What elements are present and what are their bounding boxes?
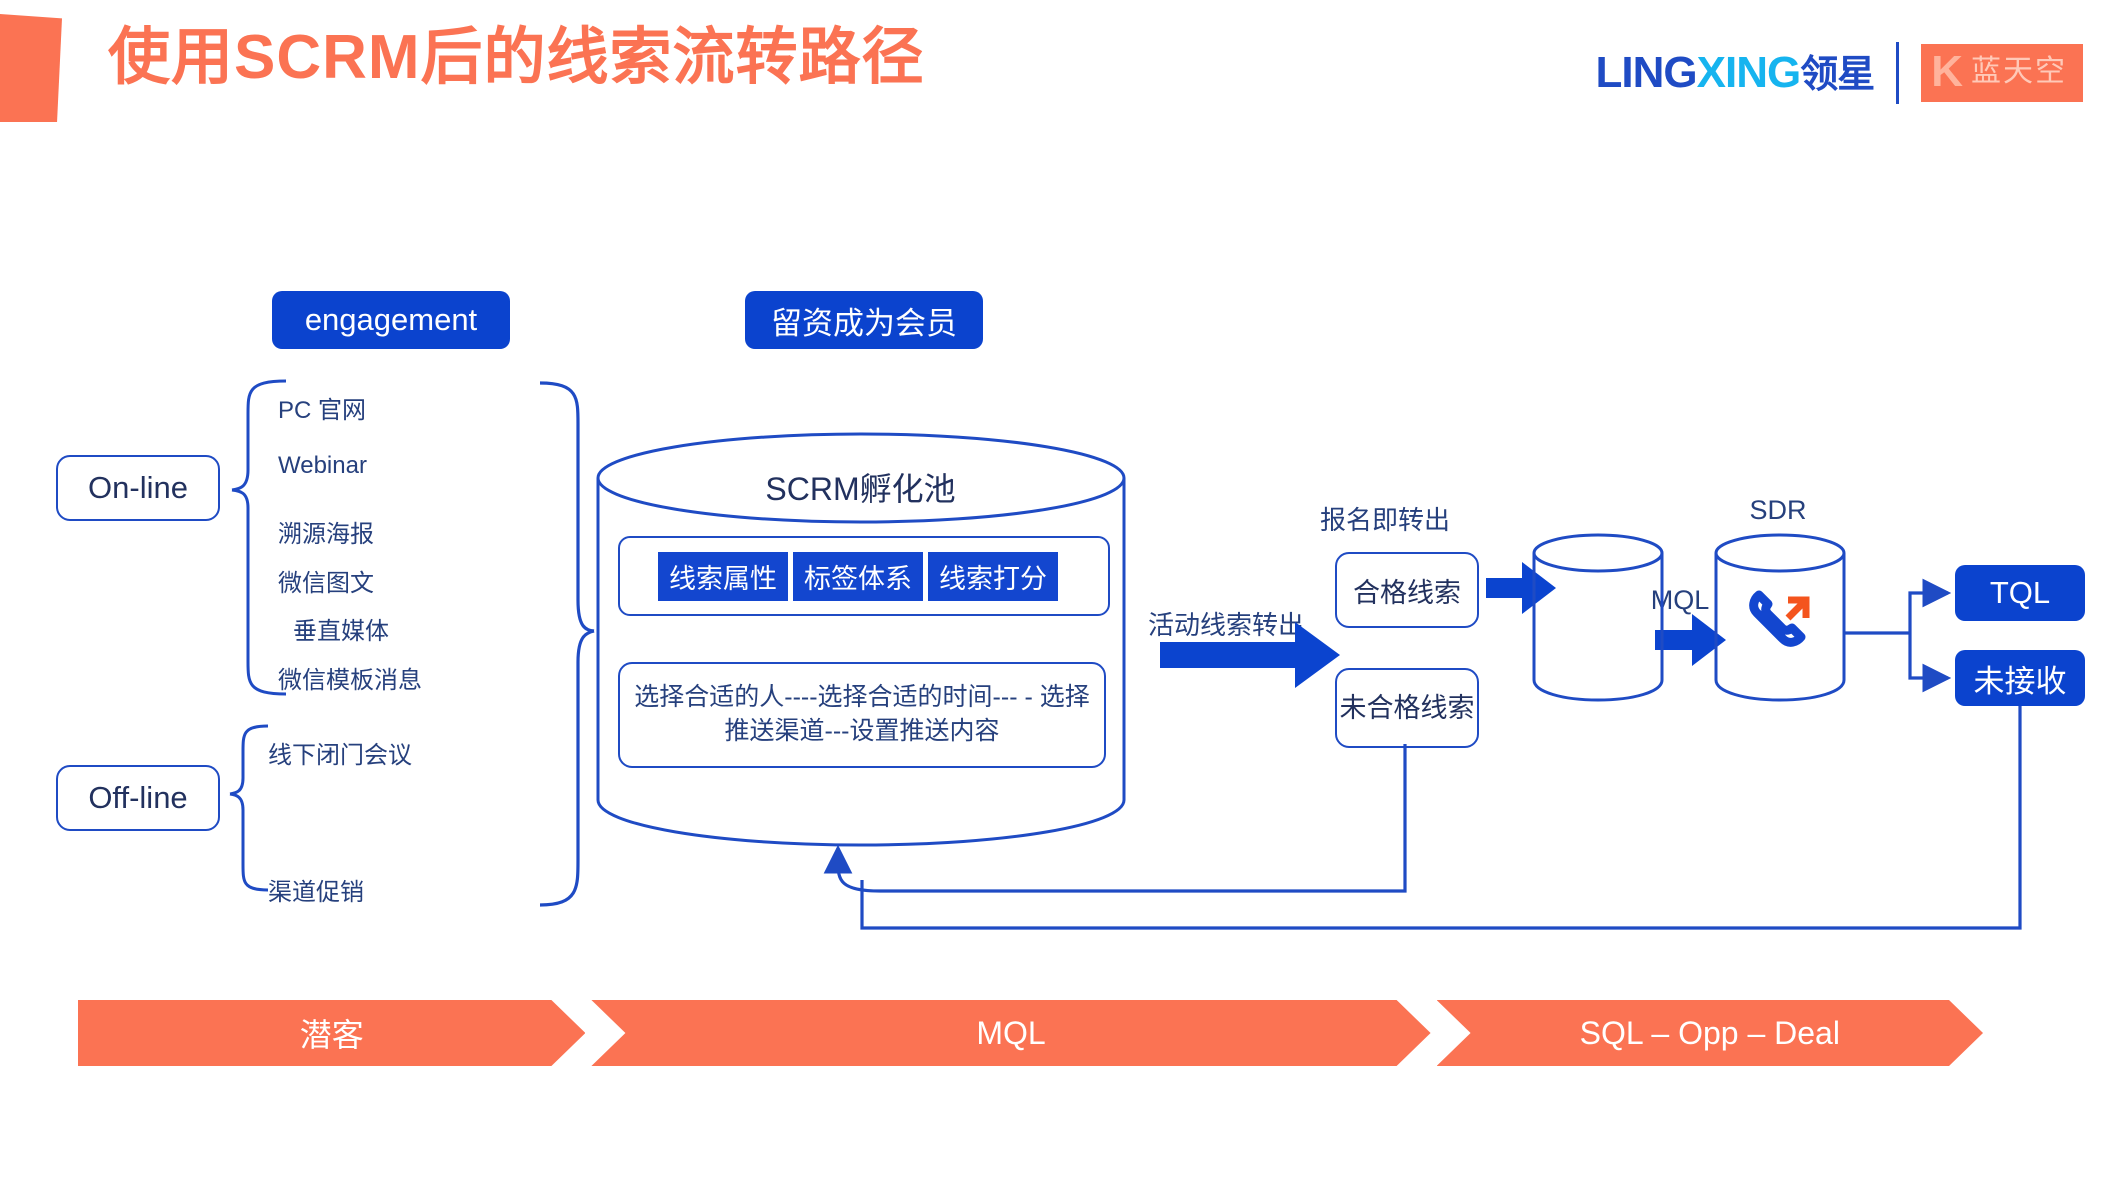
qualified-to-mql-arrow-icon: [1486, 562, 1556, 614]
tag-lead-attribute[interactable]: 线索属性: [658, 551, 788, 601]
brand-wordmark: LINGXING领星: [1595, 48, 1876, 97]
sdr-label: SDR: [1749, 495, 1807, 525]
brand-logo: LINGXING领星 K 蓝天空: [1596, 42, 2083, 104]
engagement-badge[interactable]: engagement: [272, 291, 510, 349]
qualified-lead-box[interactable]: 合格线索: [1335, 552, 1479, 628]
stage-prospect: 潜客: [78, 1000, 585, 1066]
stage-bar: 潜客 MQL SQL – Opp – Deal: [78, 1000, 1983, 1066]
partner-name-text: 蓝天空: [1971, 55, 2067, 88]
source-item-pc-site: PC 官网: [278, 397, 367, 424]
scrm-pool-title: SCRM孵化池: [765, 471, 956, 507]
header-accent-bar: [0, 14, 62, 122]
source-item-webinar: Webinar: [278, 452, 367, 479]
offline-brace-icon: [229, 724, 269, 892]
source-item-media: 垂直媒体: [293, 618, 389, 645]
tag-lead-scoring[interactable]: 线索打分: [928, 551, 1058, 601]
partner-badge: K 蓝天空: [1921, 44, 2083, 102]
brand-cn-text: 领星: [1800, 54, 1875, 96]
push-rule-box: 选择合适的人----选择合适的时间--- - 选择推送渠道---设置推送内容: [618, 662, 1106, 768]
transfer-label: 活动线索转出: [1148, 610, 1305, 640]
source-offline-box[interactable]: Off-line: [56, 765, 220, 831]
outbound-call-icon: [1749, 590, 1810, 647]
lead-tag-box: 线索属性 标签体系 线索打分: [618, 536, 1110, 616]
page-title: 使用SCRM后的线索流转路径: [108, 23, 925, 92]
stage-sql: SQL – Opp – Deal: [1437, 1000, 1983, 1066]
brand-ling-text: LINGXING: [1595, 48, 1802, 97]
stage-mql: MQL: [591, 1000, 1430, 1066]
mql-to-sdr-arrow-icon: [1655, 614, 1726, 666]
brand-divider: [1896, 42, 1900, 104]
mql-cylinder-label: MQL: [1650, 585, 1710, 615]
not-received-box[interactable]: 未接收: [1955, 650, 2085, 706]
pool-collector-brace-icon: [539, 381, 595, 907]
sdr-split-connector: [1844, 578, 1952, 693]
source-item-channel-promo: 渠道促销: [268, 879, 364, 906]
signup-label: 报名即转出: [1320, 505, 1451, 535]
tql-box[interactable]: TQL: [1955, 565, 2085, 621]
source-item-poster: 溯源海报: [278, 521, 374, 548]
scrm-pool-cylinder: SCRM孵化池: [598, 440, 1123, 845]
tag-label-system[interactable]: 标签体系: [793, 551, 923, 601]
mql-cylinder-shape: [1532, 533, 1664, 702]
partner-k-mark: K: [1931, 47, 1963, 96]
source-item-wechat-post: 微信图文: [278, 570, 374, 597]
source-online-box[interactable]: On-line: [56, 455, 220, 521]
membership-badge[interactable]: 留资成为会员: [745, 291, 983, 349]
unqualified-lead-box[interactable]: 未合格线索: [1335, 668, 1479, 748]
source-item-offline-meeting: 线下闭门会议: [268, 742, 412, 769]
source-item-wechat-tpl: 微信模板消息: [278, 667, 422, 694]
sdr-cylinder-shape: [1714, 533, 1846, 702]
